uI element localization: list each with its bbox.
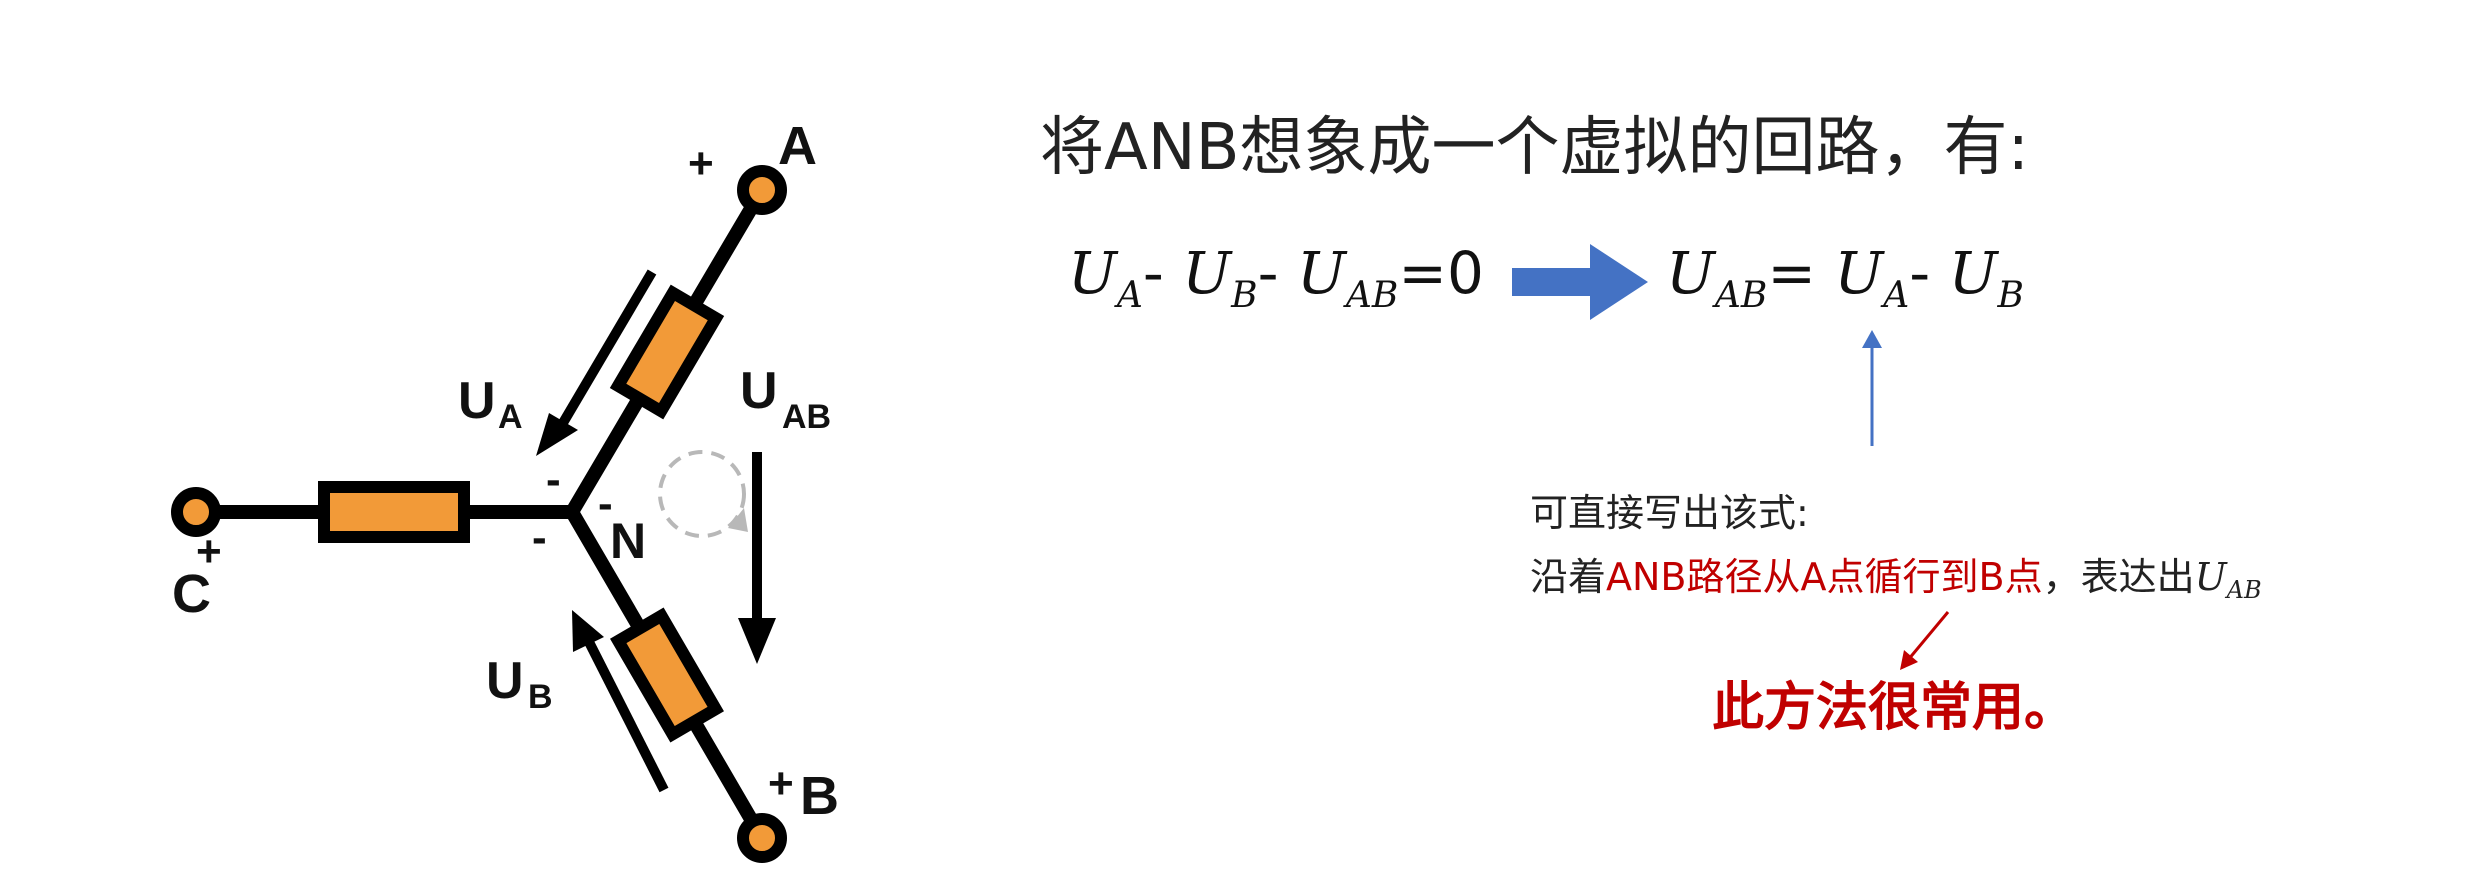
terminal-c xyxy=(171,487,221,537)
terminal-b xyxy=(737,813,787,863)
loop-arrowhead-icon xyxy=(728,508,748,532)
slide-title: 将ANB想象成一个虚拟的回路，有: xyxy=(1040,111,2030,185)
eq-equals-zero: =0 xyxy=(1398,239,1484,307)
voltage-arrow-ua-head xyxy=(536,413,578,456)
polarity-plus-a: + xyxy=(688,139,714,188)
res-equals: = xyxy=(1767,239,1835,307)
node-label-a: A xyxy=(778,116,817,176)
eq-term-uab: U xyxy=(1297,239,1346,307)
eq-term-ub: U xyxy=(1182,239,1232,307)
res-sub-a: A xyxy=(1883,275,1910,316)
voltage-arrow-ua-shaft xyxy=(555,269,657,431)
note-uab-term: U xyxy=(2194,555,2227,599)
eq-minus-2: - xyxy=(1257,239,1297,307)
voltage-arrow-ub-shaft xyxy=(583,637,669,793)
polarity-plus-b: + xyxy=(768,759,794,808)
res-sub-ab: AB xyxy=(1714,275,1768,316)
node-label-b: B xyxy=(800,766,839,826)
polarity-minus-c: - xyxy=(532,513,547,562)
voltage-label-uab-main: U xyxy=(740,362,778,420)
voltage-arrow-uab-head xyxy=(738,618,776,664)
voltage-arrow-ub-head xyxy=(572,610,604,652)
res-term-uab: U xyxy=(1666,239,1715,307)
note-uab: UAB xyxy=(2194,555,2262,602)
voltage-label-ua-main: U xyxy=(458,372,496,430)
resistor-b xyxy=(610,607,724,743)
red-pointer-arrow-icon xyxy=(1900,650,1918,670)
note-line-1: 可直接写出该式: xyxy=(1530,491,1809,535)
pointer-arrow-up-icon xyxy=(1862,330,1882,348)
res-minus: - xyxy=(1909,239,1949,307)
virtual-loop-icon xyxy=(658,450,746,538)
polarity-minus-a: - xyxy=(546,455,561,504)
node-label-c: C xyxy=(172,564,211,624)
note-suffix: ，表达出 xyxy=(2042,555,2195,599)
node-label-n: N xyxy=(610,513,646,569)
res-term-ua: U xyxy=(1834,239,1884,307)
polarity-minus-b: - xyxy=(598,479,613,528)
red-pointer-shaft xyxy=(1906,611,1950,661)
note-line-2: 沿着ANB路径从A点循行到B点，表达出UAB xyxy=(1530,558,2262,602)
res-term-ub: U xyxy=(1948,239,1998,307)
resistor-a xyxy=(609,284,725,420)
eq-minus-1: - xyxy=(1142,239,1183,307)
equation-result: UAB= UA- UB xyxy=(1666,244,2024,314)
equation-kvl: UA- UB- UAB=0 xyxy=(1068,244,1484,314)
note-uab-sub: AB xyxy=(2226,576,2262,604)
eq-sub-ab: AB xyxy=(1345,275,1399,316)
resistor-c xyxy=(318,481,470,543)
voltage-label-uab-sub: AB xyxy=(782,398,831,436)
note-prefix: 沿着 xyxy=(1530,555,1607,599)
eq-sub-a: A xyxy=(1116,275,1143,316)
eq-sub-b: B xyxy=(1231,275,1258,316)
voltage-label-ub-main: U xyxy=(486,652,524,710)
polarity-plus-c: + xyxy=(196,527,222,576)
note-path-highlight: ANB路径从A点循行到B点 xyxy=(1606,555,2043,599)
terminal-a xyxy=(737,165,787,215)
res-sub-b: B xyxy=(1997,275,2025,316)
voltage-label-ub-sub: B xyxy=(528,678,553,716)
voltage-label-ua-sub: A xyxy=(498,398,523,436)
eq-term-ua: U xyxy=(1068,239,1117,307)
implies-arrow-icon xyxy=(1512,244,1648,320)
emphasis-text: 此方法很常用。 xyxy=(1712,678,2077,738)
